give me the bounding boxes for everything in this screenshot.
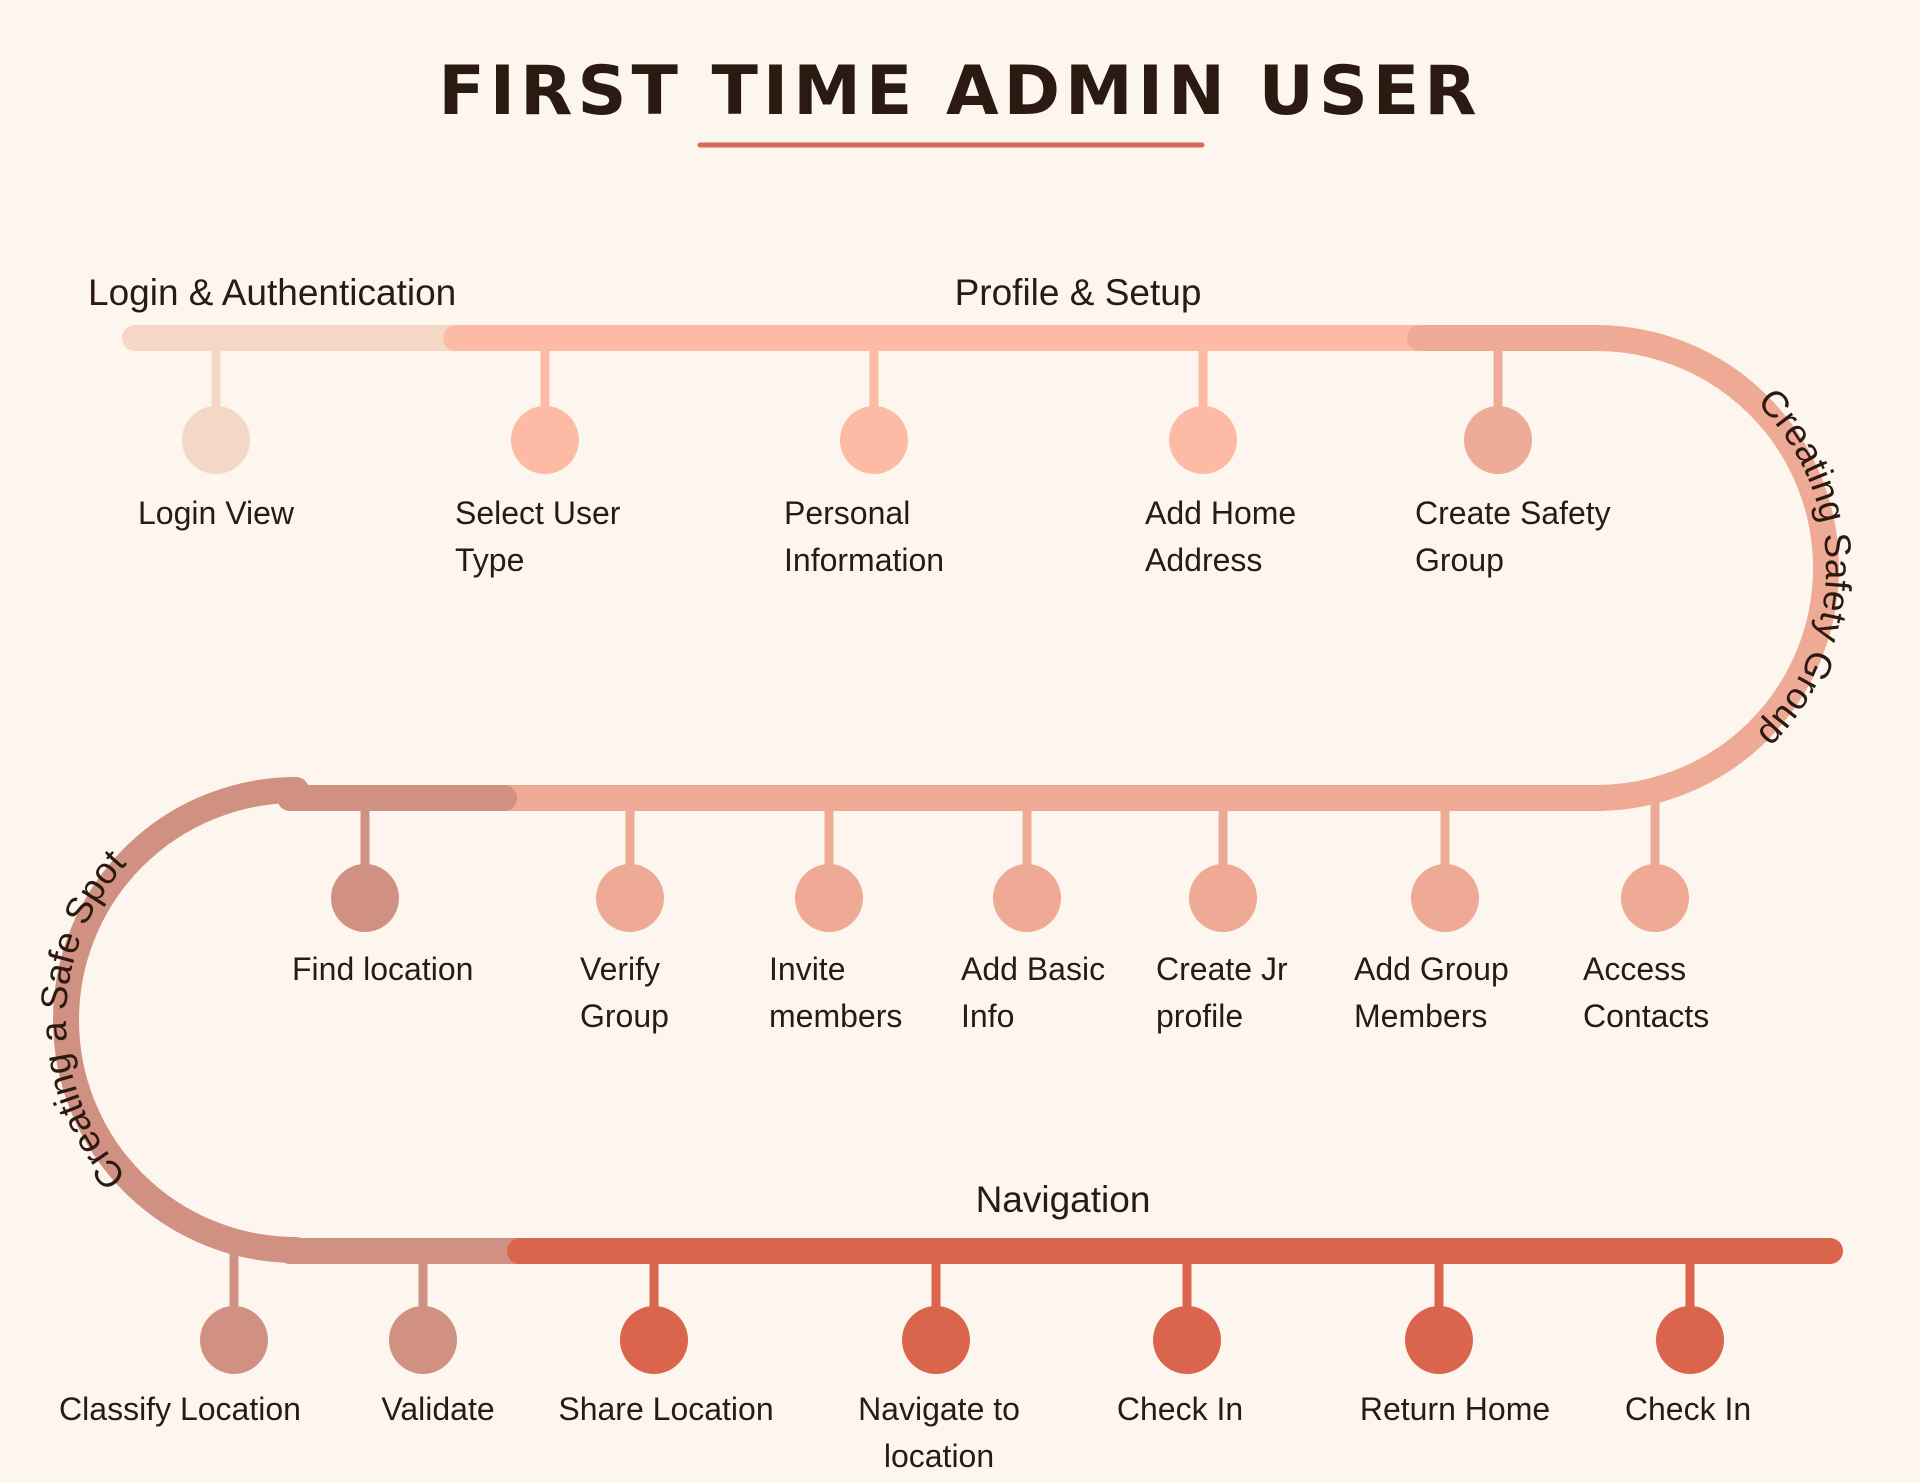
step-label: Navigate to location xyxy=(858,1391,1020,1474)
step-label-line: Check In xyxy=(1625,1391,1751,1427)
step-label-line: Access xyxy=(1583,951,1686,987)
step-dot xyxy=(1169,406,1237,474)
safety-group-arc-text: Creating Safety Group xyxy=(1750,380,1859,756)
step-label-line: Contacts xyxy=(1583,998,1709,1034)
step-label-line: Group xyxy=(580,998,669,1034)
step-node: Share Location xyxy=(558,1251,774,1427)
section-label-safety-group: Creating Safety Group xyxy=(1750,380,1859,756)
step-label: Classify Location xyxy=(59,1391,301,1427)
step-dot xyxy=(1153,1306,1221,1374)
step-label-line: Type xyxy=(455,542,524,578)
step-label-line: Members xyxy=(1354,998,1487,1034)
step-node: Check In xyxy=(1625,1251,1751,1427)
step-node: Validate xyxy=(381,1251,495,1427)
step-node: Login View xyxy=(138,338,295,531)
step-label: Return Home xyxy=(1360,1391,1550,1427)
step-label-line: Navigate to xyxy=(858,1391,1020,1427)
step-dot xyxy=(596,864,664,932)
step-label-line: Create Jr xyxy=(1156,951,1288,987)
step-label-line: Find location xyxy=(292,951,473,987)
step-dot xyxy=(840,406,908,474)
step-label-line: location xyxy=(884,1438,994,1474)
step-label: Login View xyxy=(138,495,295,531)
journey-track xyxy=(53,325,1843,1264)
step-label: Create Jr profile xyxy=(1156,951,1288,1034)
step-dot xyxy=(902,1306,970,1374)
step-label-line: Share Location xyxy=(558,1391,773,1427)
step-label-line: profile xyxy=(1156,998,1243,1034)
safety-group-curve xyxy=(1583,325,1839,811)
step-node: Navigate to location xyxy=(858,1251,1020,1474)
step-node: Return Home xyxy=(1360,1251,1550,1427)
step-label-line: Add Home xyxy=(1145,495,1296,531)
section-label-navigation: Navigation xyxy=(976,1179,1151,1220)
step-dot xyxy=(620,1306,688,1374)
step-label-line: Information xyxy=(784,542,944,578)
step-dot xyxy=(795,864,863,932)
step-node: Check In xyxy=(1117,1251,1243,1427)
step-dot xyxy=(1621,864,1689,932)
step-dot xyxy=(1189,864,1257,932)
section-label-login: Login & Authentication xyxy=(88,272,456,313)
step-label-line: Verify xyxy=(580,951,660,987)
step-label: Invite members xyxy=(769,951,902,1034)
step-label: Find location xyxy=(292,951,473,987)
step-label: Validate xyxy=(381,1391,494,1427)
step-label: Share Location xyxy=(558,1391,773,1427)
safe-spot-curve xyxy=(53,777,309,1263)
step-label-line: Add Basic xyxy=(961,951,1105,987)
step-label-line: Address xyxy=(1145,542,1262,578)
step-dot xyxy=(389,1306,457,1374)
step-dot xyxy=(1464,406,1532,474)
step-node: Classify Location xyxy=(59,1251,301,1427)
step-label-line: members xyxy=(769,998,902,1034)
step-dot xyxy=(993,864,1061,932)
step-label-line: Select User xyxy=(455,495,621,531)
page-title: FIRST TIME ADMIN USER xyxy=(438,52,1481,131)
step-dot xyxy=(1656,1306,1724,1374)
step-label-line: Check In xyxy=(1117,1391,1243,1427)
step-label-line: Add Group xyxy=(1354,951,1509,987)
step-label-line: Validate xyxy=(381,1391,494,1427)
step-dot xyxy=(511,406,579,474)
step-node: Create Jr profile xyxy=(1156,798,1288,1034)
step-node: Invite members xyxy=(769,798,902,1034)
step-label-line: Classify Location xyxy=(59,1391,301,1427)
step-label-line: Create Safety xyxy=(1415,495,1611,531)
step-label-line: Return Home xyxy=(1360,1391,1550,1427)
section-label-profile: Profile & Setup xyxy=(955,272,1202,313)
step-label-line: Personal xyxy=(784,495,910,531)
step-dot xyxy=(1411,864,1479,932)
step-dot xyxy=(200,1306,268,1374)
step-label: Check In xyxy=(1117,1391,1243,1427)
step-node: Find location xyxy=(292,798,473,987)
step-dot xyxy=(331,864,399,932)
step-label-line: Group xyxy=(1415,542,1504,578)
step-dot xyxy=(1405,1306,1473,1374)
step-dot xyxy=(182,406,250,474)
step-label-line: Invite xyxy=(769,951,845,987)
step-label-line: Info xyxy=(961,998,1014,1034)
step-label-line: Login View xyxy=(138,495,295,531)
step-label: Check In xyxy=(1625,1391,1751,1427)
